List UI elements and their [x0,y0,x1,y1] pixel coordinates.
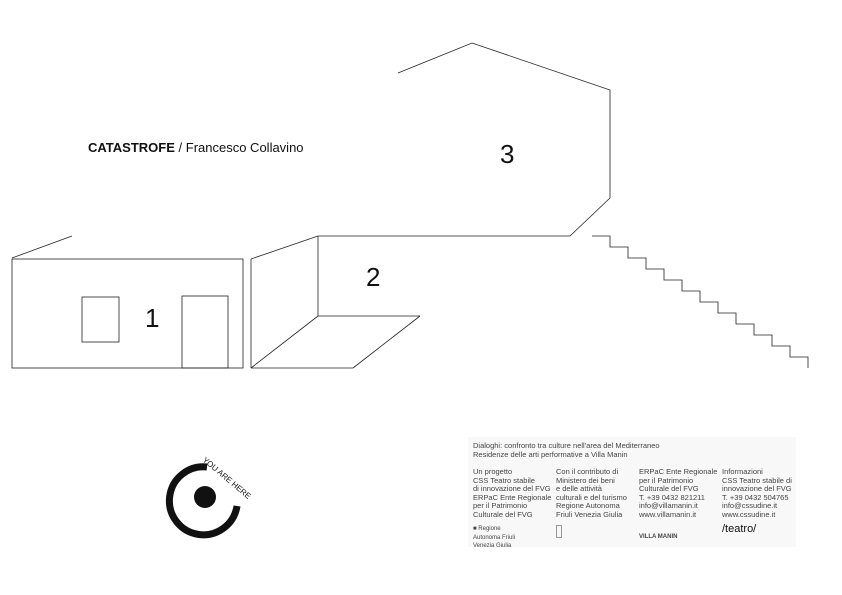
teatro-logo: /teatro/ [722,523,757,535]
room-3 [397,42,611,237]
villa-manin-logo: VILLA MANIN [639,534,678,540]
credit-line: Culturale del FVG [473,509,533,519]
credit-line: www.cssudine.it [722,509,776,519]
credit-line: per il Patrimonio [639,475,694,485]
credit-line: ERPaC Ente Regionale [639,467,718,476]
title-author: / Francesco Collavino [178,140,304,155]
credit-line: per il Patrimonio [473,501,528,510]
credit-line: di innovazione del FVG [473,484,551,493]
credit-line: T. +39 0432 504765 [722,492,789,502]
window [81,296,120,343]
you-are-here-badge [165,463,241,539]
credit-line: Friuli Venezia Giulia [556,509,623,519]
credit-line: culturali e del turismo [556,492,627,502]
room-3-label: 3 [500,139,515,169]
staircase [592,235,809,368]
region-logo: ■ Regione Autonoma Friuli Venezia Giulia [473,526,516,549]
credits-footer: Dialoghi: confronto tra culture nell'are… [468,437,796,549]
credit-line: Regione Autonoma [556,501,620,510]
credit-line: CSS Teatro stabile di [722,475,792,485]
credit-line: Culturale del FVG [639,484,699,493]
page-title: CATASTROFE / Francesco Collavino [88,140,304,155]
intro-line: Dialoghi: confronto tra culture nell'are… [473,441,660,450]
credit-line: info@villamanin.it [639,501,698,510]
credit-line: www.villamanin.it [639,509,697,519]
credit-line: Ministero dei beni [556,475,615,485]
credit-line: Con il contributo di [556,467,619,476]
credit-line: Un progetto [473,467,513,476]
credit-line: T. +39 0432 821211 [639,492,705,502]
room-1-label: 1 [145,303,160,333]
credit-line: Informazioni [722,467,763,476]
intro-line: Residenze delle arti performative a Vill… [473,449,628,459]
ministry-logo [556,525,562,538]
roof-line-1 [11,235,73,259]
credit-line: e delle attività [556,484,602,493]
credit-line: ERPaC Ente Regionale [473,492,552,502]
door [181,295,229,369]
credit-line: info@cssudine.it [722,501,778,510]
title-main: CATASTROFE [88,140,175,155]
credit-line: CSS Teatro stabile [473,475,535,485]
room-1 [11,258,244,369]
footer-intro: Dialoghi: confronto tra culture nell'are… [473,441,660,459]
credit-line: innovazione del FVG [722,484,792,493]
room-2-label: 2 [366,262,381,292]
room-2 [250,235,570,369]
